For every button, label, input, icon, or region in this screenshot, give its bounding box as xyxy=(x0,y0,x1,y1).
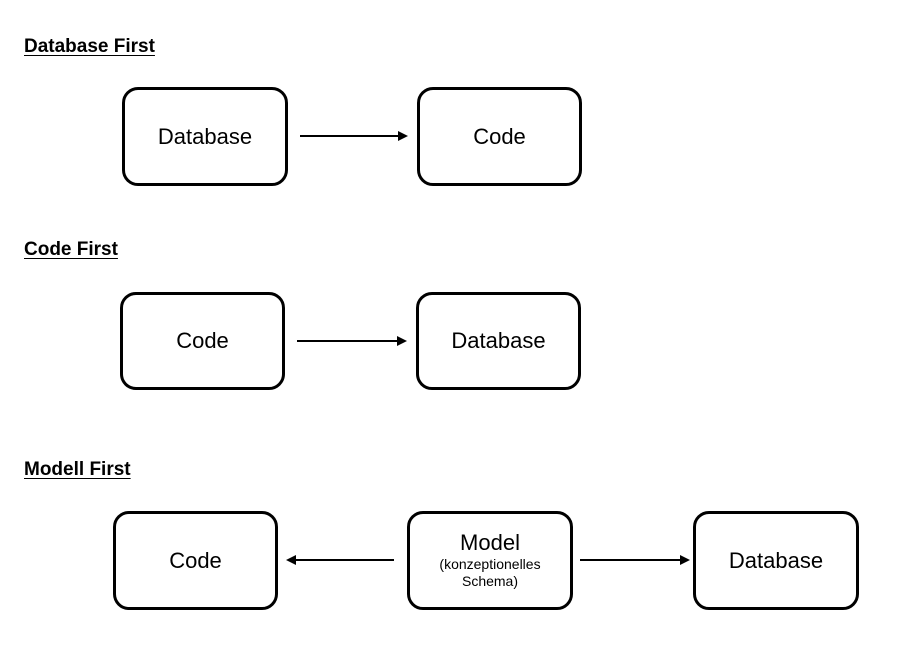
database-box-label: Database xyxy=(157,123,253,149)
code-box: Code xyxy=(120,292,285,390)
database-box: Database xyxy=(416,292,581,390)
section-heading-database-first: Database First xyxy=(24,36,155,57)
model-box-label: Model xyxy=(460,530,520,556)
code-box: Code xyxy=(113,511,278,610)
model-box: Model (konzeptionelles Schema) xyxy=(407,511,573,610)
section-heading-modell-first: Modell First xyxy=(24,459,131,480)
database-box-label: Database xyxy=(728,547,824,573)
database-box: Database xyxy=(122,87,288,186)
code-box-label: Code xyxy=(473,123,526,149)
model-box-sublabel: (konzeptionelles Schema) xyxy=(439,555,541,590)
database-box: Database xyxy=(693,511,859,610)
code-box: Code xyxy=(417,87,582,186)
database-box-label: Database xyxy=(451,328,546,354)
section-heading-code-first: Code First xyxy=(24,239,118,260)
code-box-label: Code xyxy=(176,328,229,354)
arrow-model-to-database xyxy=(580,555,690,565)
arrow-model-to-code xyxy=(286,555,394,565)
arrow-database-to-code xyxy=(300,131,408,141)
code-box-label: Code xyxy=(169,547,222,573)
arrow-code-to-database xyxy=(297,336,407,346)
